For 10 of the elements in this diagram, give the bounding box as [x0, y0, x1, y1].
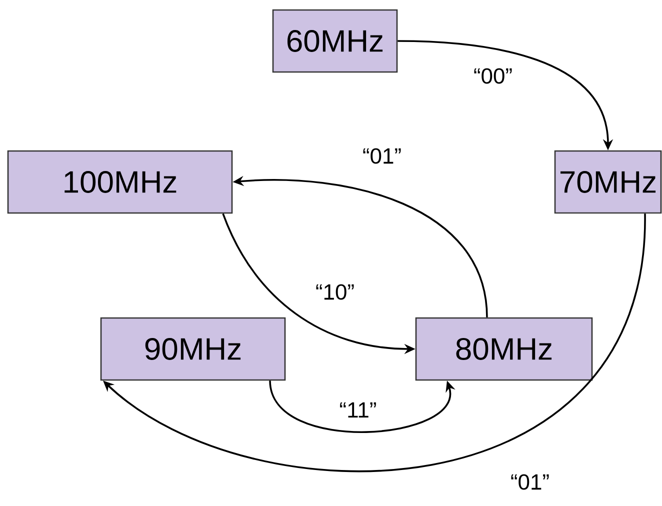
frequency-box: 90MHz — [100, 317, 286, 381]
frequency-box: 60MHz — [272, 9, 398, 73]
edge-label: “10” — [316, 284, 354, 300]
frequency-box: 80MHz — [415, 317, 593, 381]
frequency-box: 100MHz — [7, 150, 233, 214]
edge-label: “11” — [340, 402, 376, 418]
edge-label: “00” — [474, 68, 512, 84]
frequency-box: 70MHz — [554, 150, 662, 214]
edge-label: “01” — [363, 148, 401, 164]
edge-label: “01” — [511, 474, 549, 490]
